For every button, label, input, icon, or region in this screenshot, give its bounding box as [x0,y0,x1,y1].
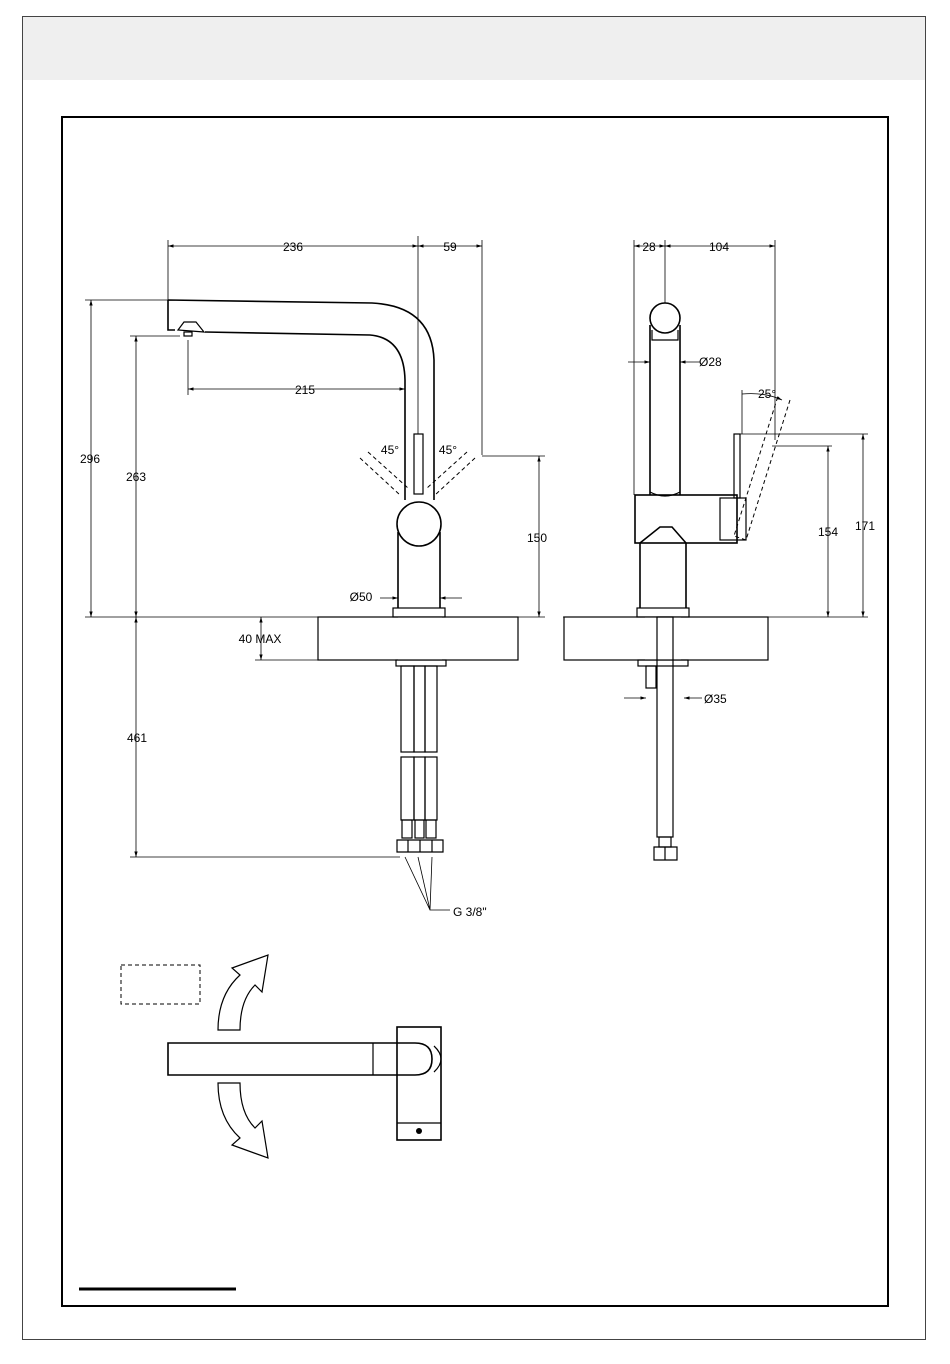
angle-25: 25° [758,387,776,401]
dim-40max: 40 MAX [239,632,282,646]
dim-215: 215 [295,383,315,397]
spout-tip [650,303,680,333]
spout-side [650,325,680,495]
spout-front [168,300,434,500]
dim-150: 150 [527,531,547,545]
dim-461: 461 [127,731,147,745]
lever-swing [360,452,475,495]
lever-front [414,434,423,494]
aerator [178,322,204,332]
angle-45-right: 45° [439,443,457,457]
placeholder-box [121,965,200,1004]
dim-59: 59 [443,240,457,254]
dim-dia50: Ø50 [350,590,373,604]
dim-263: 263 [126,470,146,484]
front-view: 236 59 215 296 263 150 45° 45° Ø50 40 MA… [80,236,547,919]
thread-label: G 3/8" [453,905,487,919]
dim-104: 104 [709,240,729,254]
dim-236: 236 [283,240,303,254]
body-side [635,495,737,543]
dim-296: 296 [80,452,100,466]
lever-side [734,434,740,498]
dim-154: 154 [818,525,838,539]
hose-3 [425,666,437,752]
angle-45-left: 45° [381,443,399,457]
lever-tilt [734,396,790,540]
spout-top [168,1043,432,1075]
dim-171: 171 [855,519,875,533]
dim-28: 28 [642,240,656,254]
rotate-arrow-up-icon [218,955,268,1030]
base-ring [393,608,445,617]
hose-1 [401,666,414,752]
body-ball [397,502,441,546]
dim-dia35: Ø35 [704,692,727,706]
hose-2 [414,666,425,752]
rotate-arrow-down-icon [218,1083,268,1158]
side-view: 28 104 Ø28 25° 154 171 Ø35 [563,240,875,860]
dim-dia28: Ø28 [699,355,722,369]
top-view-rotation [121,955,441,1158]
